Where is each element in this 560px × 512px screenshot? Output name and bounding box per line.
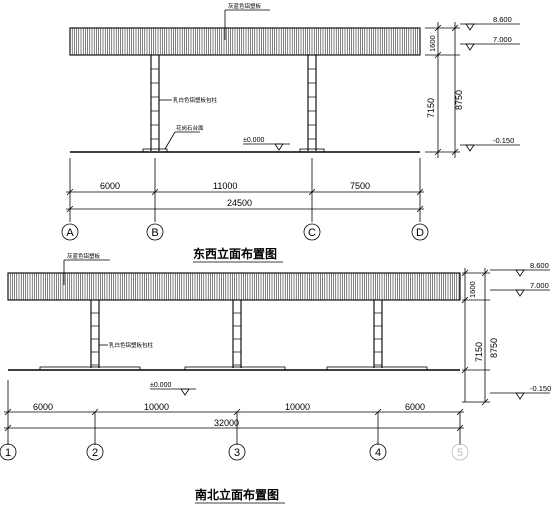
level-minus-0150-2: -0.150 <box>530 384 551 393</box>
horizontal-dims-2: 6000 10000 10000 6000 32000 <box>4 380 464 445</box>
elevation-south-north: 灰蓝色铝塑板 乳白色铝塑板包柱 ±0.000 1600 7150 8750 8.… <box>0 252 551 504</box>
axis-3: 3 <box>234 447 240 459</box>
column-3 <box>232 300 242 368</box>
column-note-1: 乳白色铝塑板包柱 <box>173 96 218 104</box>
vdim-1600-1: 1600 <box>428 35 437 52</box>
level-minus-0150-1: -0.150 <box>493 136 514 145</box>
axis-2: 2 <box>92 447 98 459</box>
total-32000-2: 32000 <box>214 418 239 428</box>
vdim-7150-2: 7150 <box>474 342 484 362</box>
column-4 <box>373 300 383 368</box>
span-10000-2a: 10000 <box>144 402 169 412</box>
ground-level-2: ±0.000 <box>150 382 171 389</box>
span-10000-2b: 10000 <box>285 402 310 412</box>
column-2 <box>90 300 100 368</box>
span-6000-2a: 6000 <box>33 402 53 412</box>
vertical-dims-2: 1600 7150 8750 <box>461 268 499 406</box>
total-24500-1: 24500 <box>227 198 252 208</box>
vertical-dims-1: 1600 7150 8750 <box>425 22 464 158</box>
span-6000-1: 6000 <box>100 181 120 191</box>
level-marks-1: 8.600 7.000 -0.150 <box>460 15 520 152</box>
column-note-2: 乳白色铝塑板包柱 <box>109 341 154 349</box>
roof-canopy-1 <box>69 27 421 56</box>
span-6000-2b: 6000 <box>405 402 425 412</box>
vdim-8750-1: 8750 <box>454 90 464 110</box>
roof-note-2: 灰蓝色铝塑板 <box>67 252 101 260</box>
axis-c: C <box>308 227 316 239</box>
roof-note-1: 灰蓝色铝塑板 <box>228 2 262 10</box>
column-c <box>299 55 325 153</box>
ground-level-1: ±0.000 <box>243 137 264 144</box>
roof-hatch-1 <box>71 28 421 55</box>
axis-a: A <box>66 227 74 239</box>
span-7500-1: 7500 <box>350 181 370 191</box>
level-7000-1: 7.000 <box>493 35 512 44</box>
axis-1: 1 <box>5 447 11 459</box>
level-8600-2: 8.600 <box>530 261 549 270</box>
level-7000-2: 7.000 <box>530 281 549 290</box>
level-marks-2: 8.600 7.000 -0.150 <box>490 261 551 400</box>
level-8600-1: 8.600 <box>493 15 512 24</box>
roof-hatch-2 <box>9 273 460 300</box>
title-south-north: 南北立面布置图 <box>195 487 279 502</box>
vdim-8750-2: 8750 <box>489 338 499 358</box>
column-b <box>142 55 168 153</box>
axis-bubbles-2: 1 2 3 4 5 <box>0 443 469 461</box>
roof-canopy-2 <box>7 272 461 301</box>
axis-d: D <box>416 227 424 239</box>
horizontal-dims-1: 6000 11000 7500 24500 <box>66 158 424 222</box>
base-note-1: 花岗石台面 <box>176 124 204 132</box>
elevation-east-west: 灰蓝色铝塑板 乳白色铝塑板包柱 花岗石台面 ±0.000 1600 7150 8… <box>61 2 520 263</box>
axis-4: 4 <box>375 447 381 459</box>
span-11000-1: 11000 <box>213 181 237 191</box>
vdim-7150-1: 7150 <box>426 98 436 118</box>
axis-bubbles-1: A B C D <box>61 223 429 241</box>
axis-b: B <box>151 227 158 239</box>
axis-5: 5 <box>457 447 463 459</box>
title-east-west: 东西立面布置图 <box>193 246 277 261</box>
vdim-1600-2: 1600 <box>468 281 477 298</box>
